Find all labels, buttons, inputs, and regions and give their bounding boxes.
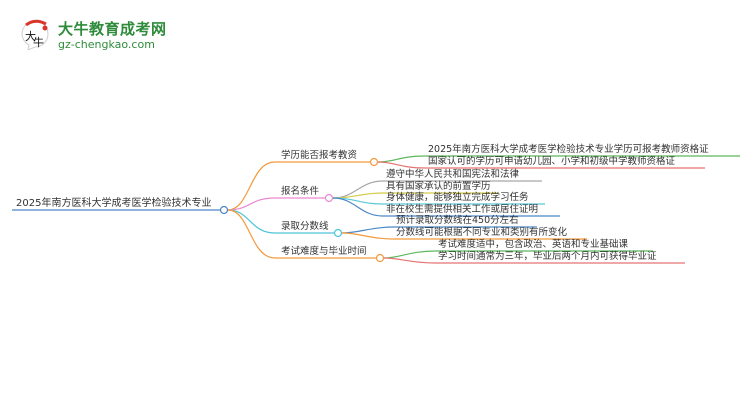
svg-text:牛: 牛	[33, 35, 44, 49]
branch-difficulty-graduation[interactable]: 考试难度与毕业时间	[281, 246, 367, 257]
logo-url: gz-chengkao.com	[58, 38, 155, 51]
leaf-prior-degree[interactable]: 具有国家承认的前置学历	[386, 181, 491, 192]
site-logo[interactable]: 大 牛 大牛教育成考网 gz-chengkao.com	[18, 14, 208, 54]
leaf-score-450[interactable]: 预计录取分数线在450分左右	[396, 215, 519, 226]
leaf-score-varies[interactable]: 分数线可能根据不同专业和类别有所变化	[396, 227, 568, 238]
root-topic[interactable]: 2025年南方医科大学成考医学检验技术专业	[16, 198, 212, 209]
logo-title: 大牛教育成考网	[58, 20, 167, 38]
leaf-obey-law[interactable]: 遵守中华人民共和国宪法和法律	[386, 169, 520, 180]
bull-calligraphy-badge-icon: 大 牛	[21, 19, 49, 50]
branch-admission-score[interactable]: 录取分数线	[281, 221, 329, 232]
branch-education-eligibility[interactable]: 学历能否报考教资	[281, 150, 358, 161]
leaf-healthy[interactable]: 身体健康，能够独立完成学习任务	[386, 192, 529, 203]
leaf-work-residence-proof[interactable]: 非在校生需提供相关工作或居住证明	[386, 204, 539, 215]
leaf-recognized-degree[interactable]: 国家认可的学历可申请幼儿园、小学和初级中学教师资格证	[428, 156, 676, 167]
leaf-study-duration[interactable]: 学习时间通常为三年，毕业后两个月内可获得毕业证	[438, 251, 657, 262]
svg-text:大: 大	[25, 29, 36, 43]
leaf-exam-difficulty[interactable]: 考试难度适中，包含政治、英语和专业基础课	[438, 239, 629, 250]
branch-registration-requirements[interactable]: 报名条件	[281, 186, 320, 197]
leaf-teacher-cert-eligible[interactable]: 2025年南方医科大学成考医学检验技术专业学历可报考教师资格证	[428, 144, 709, 155]
